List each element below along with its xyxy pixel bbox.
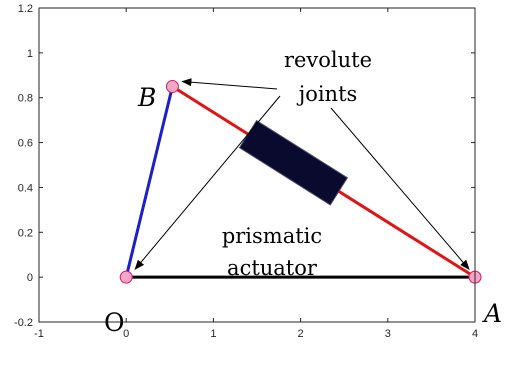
x-tick-label: 0 xyxy=(123,328,129,340)
arrow-to-o xyxy=(134,95,281,270)
axes-box xyxy=(38,7,476,323)
arrow-to-a xyxy=(330,107,470,270)
y-tick-label: 1.2 xyxy=(18,3,33,15)
point-label-b: B xyxy=(137,83,156,112)
y-tick-label: 0.6 xyxy=(18,138,33,150)
joint-b xyxy=(165,80,179,93)
x-tick-label: 2 xyxy=(298,328,304,340)
revolute-label-line1: revolute xyxy=(284,48,372,72)
x-tick-label: -1 xyxy=(34,328,44,340)
axis-tick-labels: -1 0 1 2 3 4 -0.2 0 0.2 0.4 0.6 0.8 1 1.2 xyxy=(14,3,478,340)
point-label-a: A xyxy=(482,299,502,328)
y-tick-label: 0.8 xyxy=(18,93,33,105)
joint-o xyxy=(119,270,133,284)
y-tick-label: -0.2 xyxy=(14,317,33,329)
y-tick-label: 1 xyxy=(27,48,33,60)
arrows xyxy=(134,78,470,270)
arrow-to-b xyxy=(181,78,278,90)
x-tick-label: 4 xyxy=(472,328,478,340)
prismatic-label-line1: prismatic xyxy=(222,224,322,248)
prismatic-label-line2: actuator xyxy=(227,256,318,280)
y-tick-label: 0 xyxy=(27,272,33,284)
y-tick-label: 0.4 xyxy=(18,182,33,194)
x-tick-label: 3 xyxy=(385,328,391,340)
blue-link xyxy=(124,85,174,279)
plot-area xyxy=(39,8,475,322)
revolute-label-line2: joints xyxy=(296,82,358,106)
x-tick-label: 1 xyxy=(210,328,216,340)
y-tick-label: 0.2 xyxy=(18,227,33,239)
